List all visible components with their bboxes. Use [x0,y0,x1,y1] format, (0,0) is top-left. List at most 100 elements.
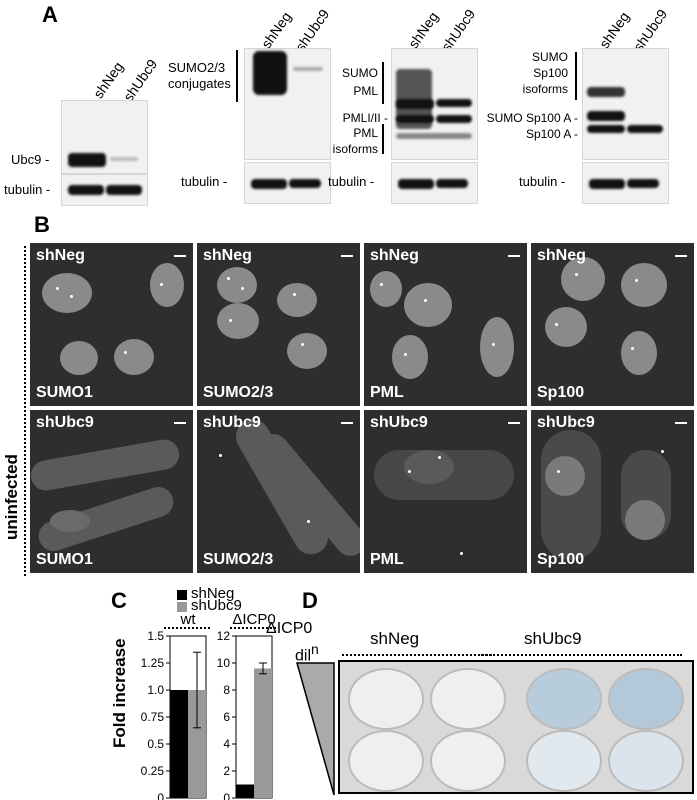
tubulin-label: tubulin - [181,174,228,189]
dilution-label: diln [295,641,319,665]
uninfected-dotted-line [24,246,26,576]
y-tick-label: 0.75 [141,710,165,724]
y-tick-label: 1.5 [147,629,164,643]
sumo-label: SUMO [342,66,378,80]
y-tick-label: 12 [217,629,231,643]
micrograph-shubc9-sumo1: shUbc9 SUMO1 [30,410,193,573]
sp100-isoforms-label: isoforms [522,82,568,96]
well [526,730,602,792]
plate-image [338,660,694,794]
sp100-label: Sp100 [533,66,568,80]
tubulin-blot [61,174,148,206]
y-tick-label: 4 [223,737,230,751]
sumo-sp100a-label: SUMO Sp100 A - [486,111,578,125]
y-tick-label: 0 [157,791,164,800]
stain-label: SUMO2/3 [203,384,274,401]
ubc9-blot [61,100,148,174]
lane-label: shNeg [405,8,442,52]
y-tick-label: 2 [223,764,230,778]
uninfected-label: uninfected [2,454,21,540]
micrograph-shneg-sumo1: shNeg SUMO1 [30,243,193,406]
sumo23-label: SUMO2/3 [168,60,226,75]
well [608,668,684,730]
well [430,668,506,730]
legend-swatch-shubc9 [177,602,187,612]
panel-b-letter: B [34,212,50,237]
lane-label: shNeg [258,8,295,52]
cell-label: shNeg [537,247,586,264]
tubulin-blot [582,162,669,204]
ubc9-label: Ubc9 - [11,152,50,167]
stain-label: PML [370,551,404,568]
cell-label: shNeg [36,247,85,264]
panel-c-letter: C [111,588,127,613]
sp100-blot [582,48,669,160]
panel-a-letter: A [42,2,58,27]
pml-isoforms-label-2: isoforms [332,142,378,156]
chart-title: wt [180,612,197,628]
micrograph-shneg-sumo23: shNeg SUMO2/3 [197,243,360,406]
scale-bar [675,255,687,257]
micrograph-shubc9-sp100: shUbc9 Sp100 [531,410,694,573]
group-label-shneg: shNeg [370,629,420,648]
cell-label: shUbc9 [370,414,428,431]
pml-blot [391,48,478,160]
well [348,730,424,792]
cell-label: shNeg [370,247,419,264]
panel-d-letter: D [302,588,318,613]
y-tick-label: 10 [217,656,231,670]
y-tick-label: 0.25 [141,764,165,778]
well [348,668,424,730]
cell-label: shUbc9 [203,414,261,431]
well [430,730,506,792]
lane-label: shUbc9 [120,56,161,105]
lane-label: shUbc9 [630,6,671,55]
scale-bar [508,422,520,424]
scale-bar [174,422,186,424]
bar-shUbc9 [188,690,206,798]
conjugates-label: conjugates [168,76,231,91]
micrograph-shneg-sp100: shNeg Sp100 [531,243,694,406]
y-tick-label: 0 [223,791,230,800]
stain-label: SUMO1 [36,384,93,401]
y-tick-label: 1.25 [141,656,165,670]
y-tick-label: 1.0 [147,683,164,697]
scale-bar [341,255,353,257]
micrograph-shubc9-pml: shUbc9 PML [364,410,527,573]
tubulin-label: tubulin - [4,182,51,197]
stain-label: Sp100 [537,551,585,568]
pmli-ii-label: PMLI/II - [342,111,388,125]
sumo-label: SUMO [532,50,568,64]
group-label-shubc9: shUbc9 [524,629,582,648]
sumo23-blot [244,48,331,160]
pml-label: PML [353,84,378,98]
well [526,668,602,730]
tubulin-blot [391,162,478,204]
lane-label: shUbc9 [438,6,479,55]
scale-bar [675,422,687,424]
tubulin-label: tubulin - [328,174,375,189]
scale-bar [508,255,520,257]
lane-label: shNeg [596,8,633,52]
cell-label: shUbc9 [537,414,595,431]
legend-swatch-shneg [177,590,187,600]
virus-label: ΔICP0 [266,620,313,637]
stain-label: SUMO1 [36,551,93,568]
shneg-dotted-line [342,654,492,656]
scale-bar [174,255,186,257]
cell-label: shNeg [203,247,252,264]
legend-label-shubc9: shUbc9 [191,597,242,614]
well [608,730,684,792]
chart-title: ΔICP0 [232,612,275,628]
stain-label: PML [370,384,404,401]
dil-sup: n [311,641,319,657]
legend-label-shneg: shNeg [191,585,235,602]
c-ylabel: Fold increase [110,638,129,748]
bar-shNeg [236,784,254,798]
micrograph-shneg-pml: shNeg PML [364,243,527,406]
tubulin-label: tubulin - [519,174,566,189]
stain-label: Sp100 [537,384,585,401]
stain-label: SUMO2/3 [203,551,274,568]
scale-bar [341,422,353,424]
pml-isoforms-label-1: PML [353,126,378,140]
